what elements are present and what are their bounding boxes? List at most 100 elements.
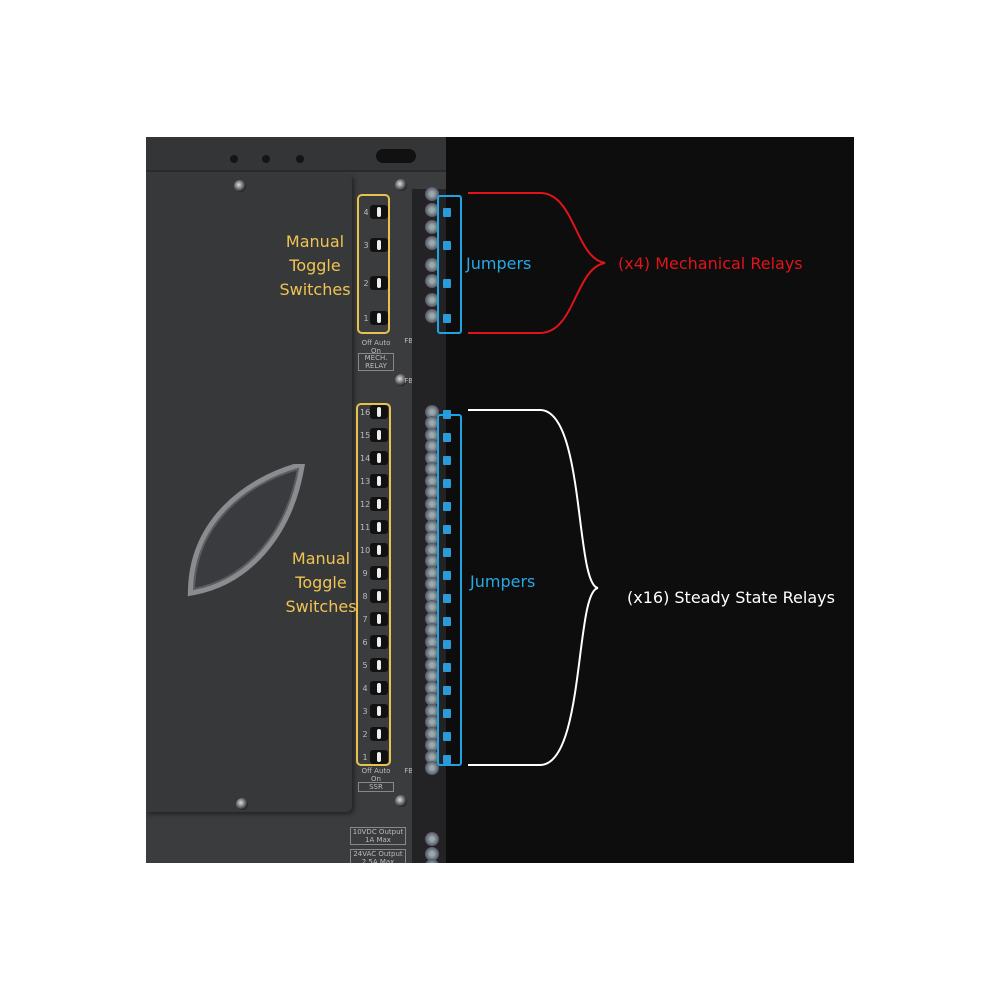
ssr-jumper[interactable] — [443, 686, 451, 695]
manual-toggle-switches-label-lower: Manual Toggle Switches — [285, 549, 357, 616]
mount-hole — [262, 155, 270, 163]
ssr-toggle-switch[interactable] — [370, 612, 388, 626]
terminal-screw — [425, 761, 439, 775]
switch-number: 16 — [360, 408, 371, 417]
terminal-screw — [425, 750, 439, 764]
ssr-toggle-switch[interactable] — [370, 589, 388, 603]
jumpers-label-lower: Jumpers — [470, 572, 536, 591]
terminal-screw — [425, 462, 439, 476]
manual-toggle-switches-label-upper: Manual Toggle Switches — [279, 232, 351, 299]
ssr-jumper[interactable] — [443, 617, 451, 626]
terminal-screw — [425, 859, 439, 863]
ssr-toggle-switch[interactable] — [370, 704, 388, 718]
ssr-toggle-switch[interactable] — [370, 566, 388, 580]
ssr-jumper[interactable] — [443, 709, 451, 718]
mech-jumper[interactable] — [443, 314, 451, 323]
mode-labels-mech: Off Auto On — [358, 339, 394, 355]
ssr-toggle-switch[interactable] — [370, 681, 388, 695]
ssr-toggle-switch[interactable] — [370, 727, 388, 741]
ssr-toggle-switch[interactable] — [370, 428, 388, 442]
switch-number: 8 — [362, 592, 368, 601]
switch-number: 10 — [360, 546, 371, 555]
ssr-jumpers-highlight-box — [437, 414, 462, 766]
mount-hole — [296, 155, 304, 163]
terminal-screw — [425, 405, 439, 419]
terminal-screw — [425, 203, 439, 217]
ssr-toggle-switch[interactable] — [370, 750, 388, 764]
switch-number: 6 — [362, 638, 368, 647]
board-top-edge — [146, 137, 446, 172]
steady-state-relays-label: (x16) Steady State Relays — [627, 588, 835, 607]
terminal-screw — [425, 416, 439, 430]
ssr-jumper[interactable] — [443, 502, 451, 511]
ssr-toggle-switch[interactable] — [370, 543, 388, 557]
cover-plate — [146, 174, 352, 812]
ssr-jumper[interactable] — [443, 525, 451, 534]
terminal-screw — [425, 589, 439, 603]
ssr-toggle-switch[interactable] — [370, 520, 388, 534]
terminal-screw — [425, 543, 439, 557]
mech-relay-toggle-switch[interactable] — [370, 276, 388, 290]
ssr-jumper[interactable] — [443, 640, 451, 649]
mech-relay-toggle-switch[interactable] — [370, 238, 388, 252]
ssr-jumper[interactable] — [443, 594, 451, 603]
screw-icon — [395, 374, 407, 386]
terminal-screw — [425, 847, 439, 861]
ssr-jumper[interactable] — [443, 548, 451, 557]
switch-number: 3 — [363, 241, 369, 250]
terminal-screw — [425, 293, 439, 307]
switch-number: 7 — [362, 615, 368, 624]
switch-number: 12 — [360, 500, 371, 509]
mech-jumper[interactable] — [443, 208, 451, 217]
switch-number: 3 — [362, 707, 368, 716]
ssr-jumper[interactable] — [443, 479, 451, 488]
mech-relay-toggle-switch[interactable] — [370, 205, 388, 219]
ssr-toggle-switch[interactable] — [370, 497, 388, 511]
terminal-screw — [425, 309, 439, 323]
switch-number: 9 — [362, 569, 368, 578]
fb1-label: FB 1 — [404, 767, 420, 775]
terminal-screw — [425, 577, 439, 591]
mech-switches-highlight-box — [357, 194, 390, 334]
terminal-screw — [425, 727, 439, 741]
terminal-screw — [425, 658, 439, 672]
fb3-label: FB 3 — [404, 337, 420, 345]
terminal-screw — [425, 439, 439, 453]
mode-auto-label: Auto — [374, 339, 391, 347]
ssr-jumper[interactable] — [443, 433, 451, 442]
terminal-screw — [425, 646, 439, 660]
terminal-screw — [425, 187, 439, 201]
mount-hole — [230, 155, 238, 163]
ssr-jumper[interactable] — [443, 571, 451, 580]
ssr-switches-highlight-box — [356, 403, 391, 766]
ssr-jumper[interactable] — [443, 663, 451, 672]
ssr-jumper[interactable] — [443, 755, 451, 764]
controller-photo: Off Auto On MECH. RELAY FB 3 FB 2 Off Au… — [146, 137, 854, 863]
ssr-toggle-switch[interactable] — [370, 474, 388, 488]
ssr-toggle-switch[interactable] — [370, 405, 388, 419]
terminal-screw — [425, 274, 439, 288]
mech-relay-toggle-switch[interactable] — [370, 311, 388, 325]
10vdc-output-label: 10VDC Output 1A Max — [350, 827, 406, 845]
switch-number: 1 — [363, 314, 369, 323]
ssr-toggle-switch[interactable] — [370, 658, 388, 672]
jumpers-label-upper: Jumpers — [466, 254, 532, 273]
mech-jumper[interactable] — [443, 279, 451, 288]
ssr-jumper[interactable] — [443, 456, 451, 465]
mech-jumper[interactable] — [443, 241, 451, 250]
mode-off-label: Off — [361, 339, 372, 347]
terminal-screw — [425, 623, 439, 637]
terminal-screw — [425, 258, 439, 272]
mech-relays-brace — [468, 192, 606, 334]
terminal-screw — [425, 635, 439, 649]
mech-jumpers-highlight-box — [437, 195, 462, 334]
ssr-toggle-switch[interactable] — [370, 451, 388, 465]
terminal-screw — [425, 497, 439, 511]
mech-relay-label: MECH. RELAY — [358, 353, 394, 371]
screw-icon — [236, 798, 248, 810]
ssr-toggle-switch[interactable] — [370, 635, 388, 649]
mode-off-label: Off — [361, 767, 372, 775]
ssr-jumper[interactable] — [443, 732, 451, 741]
